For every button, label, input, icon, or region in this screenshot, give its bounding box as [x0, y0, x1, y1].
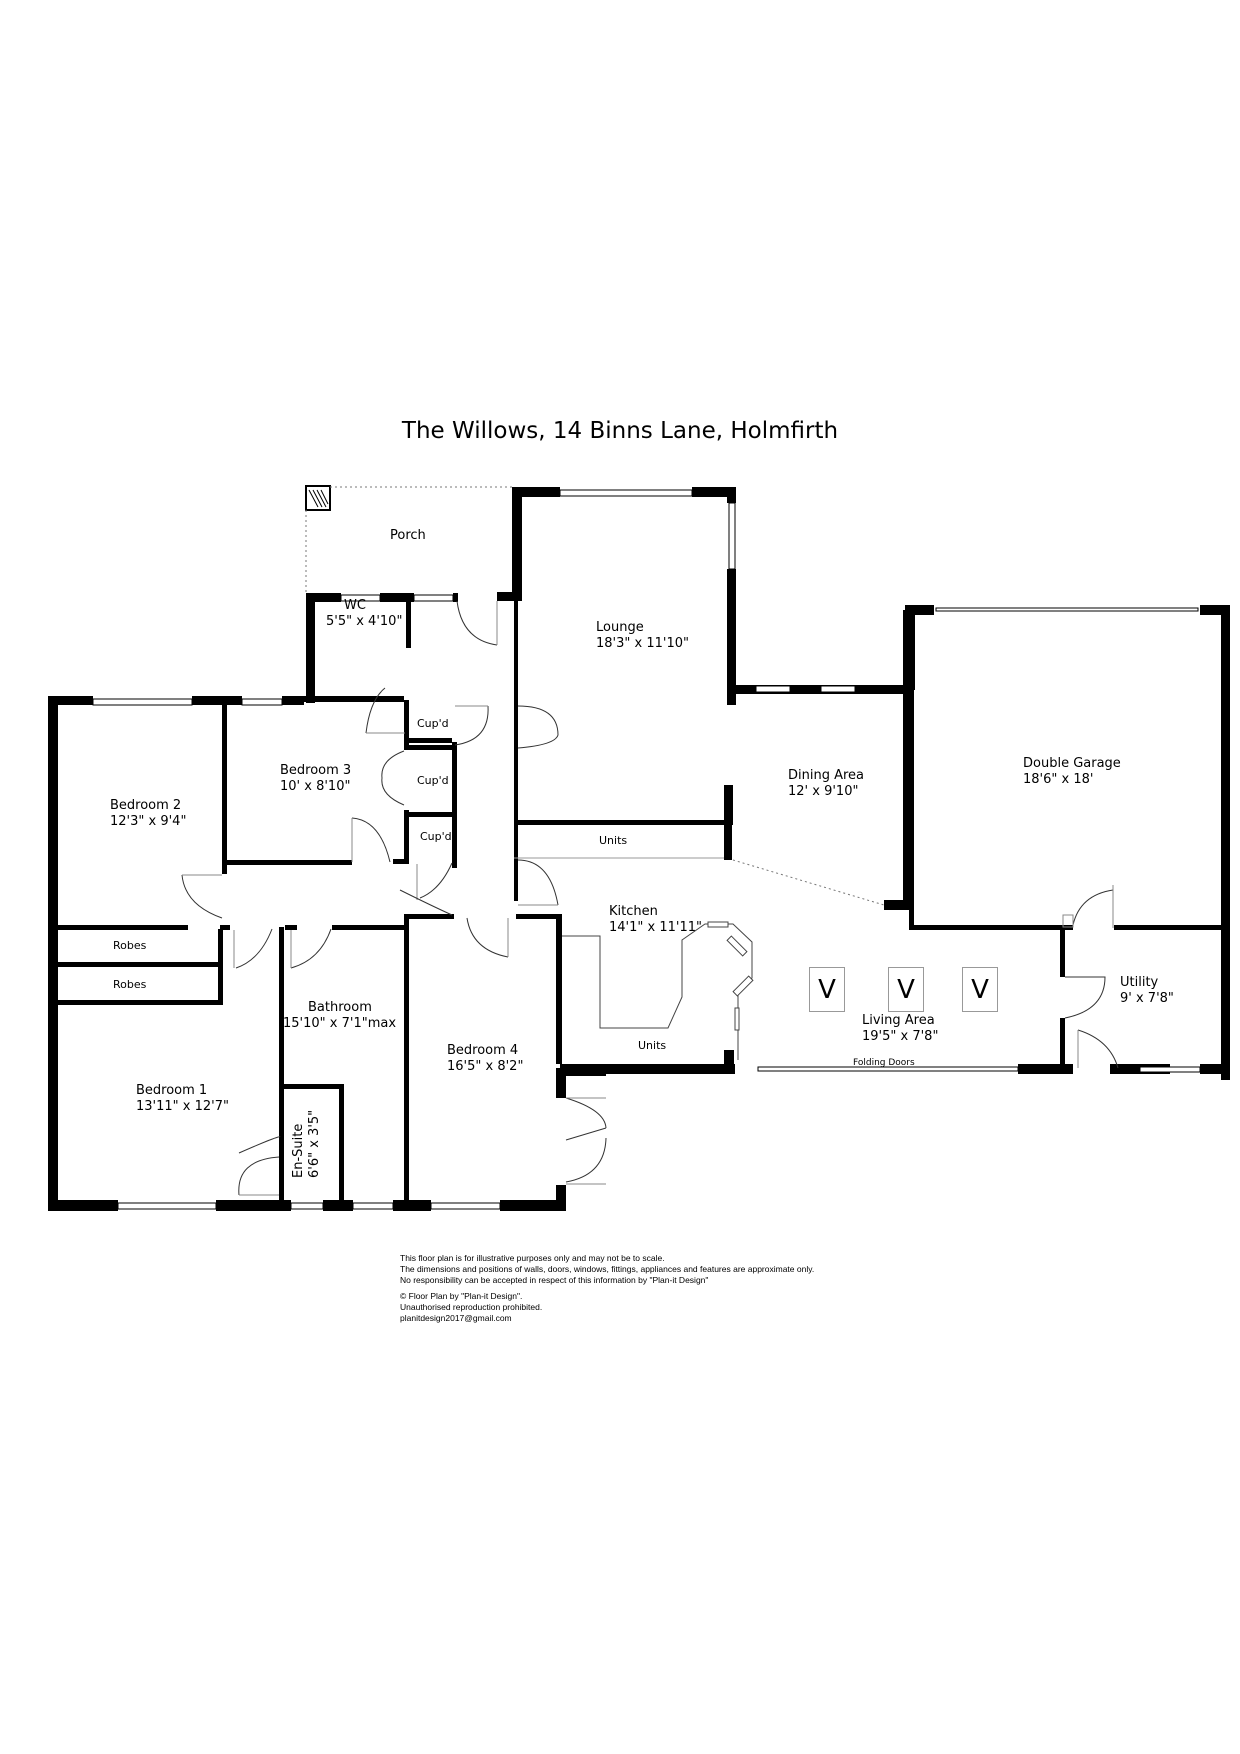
room-name: Double Garage	[1023, 756, 1121, 771]
disclaimer-line: No responsibility can be accepted in res…	[400, 1275, 709, 1285]
velux-mark: V	[971, 974, 989, 1005]
room-name: Bedroom 3	[280, 763, 352, 778]
door-swings	[181, 600, 1119, 1196]
room-dimensions: 16'5" x 8'2"	[447, 1059, 524, 1074]
room-name: WC	[344, 598, 366, 613]
room-name: Porch	[390, 528, 426, 543]
room-name: Bedroom 4	[447, 1043, 519, 1058]
copyright-line: © Floor Plan by "Plan-it Design".	[400, 1291, 523, 1301]
room-dimensions: 18'6" x 18'	[1023, 772, 1094, 787]
room-name: Bedroom 2	[110, 798, 182, 813]
room-dimensions: 13'11" x 12'7"	[136, 1099, 229, 1114]
disclaimer-line: This floor plan is for illustrative purp…	[400, 1253, 665, 1263]
room-name: Dining Area	[788, 768, 865, 783]
room-dimensions: 9' x 7'8"	[1120, 991, 1174, 1006]
room-bedroom-1: Bedroom 1 13'11" x 12'7"	[136, 1083, 229, 1115]
room-dimensions: 15'10" x 7'1"max	[283, 1016, 397, 1031]
room-dining-area: Dining Area 12' x 9'10"	[788, 768, 864, 800]
room-dimensions: 6'6" x 3'5"	[307, 1109, 322, 1178]
units-label: Units	[638, 1039, 667, 1052]
room-porch: Porch	[390, 528, 426, 544]
room-bedroom-2: Bedroom 2 12'3" x 9'4"	[110, 798, 186, 830]
room-dimensions: 12' x 9'10"	[788, 784, 859, 799]
room-name: Bathroom	[308, 1000, 372, 1015]
disclaimer: This floor plan is for illustrative purp…	[400, 1253, 814, 1324]
room-bedroom-3: Bedroom 3 10' x 8'10"	[280, 763, 351, 795]
robes-label: Robes	[113, 939, 147, 952]
room-double-garage: Double Garage 18'6" x 18'	[1023, 756, 1121, 788]
velux-mark: V	[897, 974, 915, 1005]
room-dimensions: 10' x 8'10"	[280, 779, 351, 794]
units-label: Units	[599, 834, 628, 847]
cupboard-label: Cup'd	[417, 717, 449, 730]
room-wc: WC 5'5" x 4'10"	[326, 598, 402, 630]
velux-mark: V	[818, 974, 836, 1005]
room-name: Living Area	[862, 1013, 935, 1028]
room-name: Lounge	[596, 620, 644, 635]
room-kitchen: Kitchen 14'1" x 11'11"	[609, 904, 702, 936]
room-utility: Utility 9' x 7'8"	[1120, 975, 1174, 1007]
cupboard-label: Cup'd	[420, 830, 452, 843]
room-living-area: Living Area 19'5" x 7'8"	[862, 1013, 938, 1045]
room-bathroom: Bathroom 15'10" x 7'1"max	[283, 1000, 396, 1032]
robes-label: Robes	[113, 978, 147, 991]
room-en-suite: En-Suite 6'6" x 3'5"	[291, 1110, 323, 1178]
cupboard-label: Cup'd	[417, 774, 449, 787]
room-dimensions: 14'1" x 11'11"	[609, 920, 702, 935]
room-lounge: Lounge 18'3" x 11'10"	[596, 620, 689, 652]
room-bedroom-4: Bedroom 4 16'5" x 8'2"	[447, 1043, 523, 1075]
room-dimensions: 5'5" x 4'10"	[326, 614, 403, 629]
room-dimensions: 18'3" x 11'10"	[596, 636, 689, 651]
walls	[48, 485, 1230, 1211]
room-dimensions: 12'3" x 9'4"	[110, 814, 187, 829]
velux-window-icon: V	[888, 967, 924, 1012]
copyright-line: Unauthorised reproduction prohibited.	[400, 1302, 543, 1312]
room-name: Bedroom 1	[136, 1083, 208, 1098]
disclaimer-line: The dimensions and positions of walls, d…	[400, 1264, 815, 1274]
room-name: Kitchen	[609, 904, 658, 919]
room-dimensions: 19'5" x 7'8"	[862, 1029, 939, 1044]
velux-window-icon: V	[809, 967, 845, 1012]
contact-email: planitdesign2017@gmail.com	[400, 1313, 512, 1323]
velux-window-icon: V	[962, 967, 998, 1012]
room-name: Utility	[1120, 975, 1159, 990]
room-name: En-Suite	[291, 1123, 306, 1178]
folding-doors-label: Folding Doors	[853, 1058, 915, 1068]
plan-title: The Willows, 14 Binns Lane, Holmfirth	[401, 418, 839, 444]
